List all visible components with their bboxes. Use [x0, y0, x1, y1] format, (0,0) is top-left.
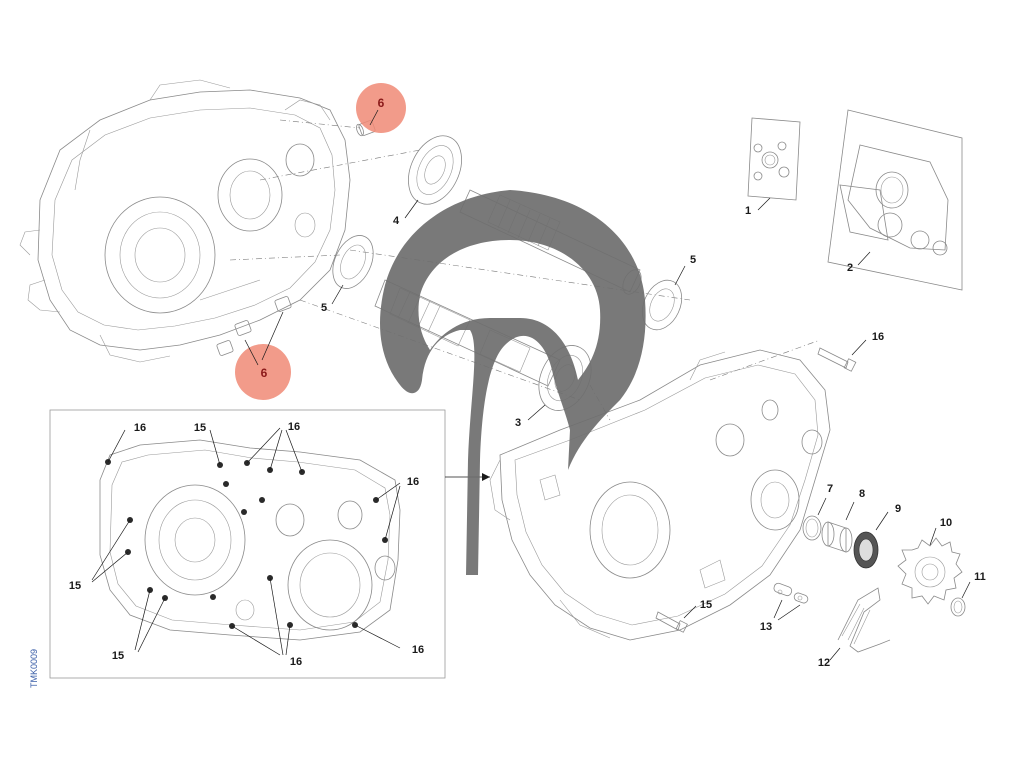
callout-10: 10	[940, 517, 952, 529]
callout-13: 13	[760, 621, 772, 633]
o-ring-7: 7	[802, 483, 833, 541]
inset-callout-16-right-top: 16	[407, 476, 419, 488]
callout-16-right: 16	[872, 331, 884, 343]
bearing-4: 4	[393, 135, 462, 227]
inset-callout-16-bottom: 16	[290, 656, 302, 668]
callout-5-right: 5	[690, 254, 696, 266]
inset-callout-16-top: 16	[288, 421, 300, 433]
inset-callout-16-right-bottom: 16	[412, 644, 424, 656]
bolt-pattern-inset: 16 15 16 16 15 15 16 16	[49, 409, 490, 679]
document-id: TMK0009	[29, 649, 39, 688]
left-crankcase-half	[19, 79, 351, 363]
callout-1: 1	[745, 205, 751, 217]
callout-15-right: 15	[700, 599, 712, 611]
callout-8: 8	[859, 488, 865, 500]
inset-callout-15-bottom: 15	[112, 650, 124, 662]
callout-4: 4	[393, 215, 400, 227]
highlight-callouts: 6 6	[235, 83, 406, 400]
inset-callout-16-topleft: 16	[134, 422, 146, 434]
inset-callout-15-top: 15	[194, 422, 206, 434]
circlip-11: 11	[950, 571, 986, 617]
oil-seal-9: 9	[853, 503, 901, 569]
dowel-pins	[216, 120, 376, 356]
drive-chain-12: 12	[818, 587, 891, 669]
callout-2: 2	[847, 262, 853, 274]
right-crankcase-half	[489, 349, 831, 641]
callout-7: 7	[827, 483, 833, 495]
highlight-circle-top	[356, 83, 406, 133]
callout-3: 3	[515, 417, 521, 429]
callout-6-bottom: 6	[261, 366, 268, 380]
bearing-5-right: 5	[641, 254, 696, 331]
highlight-circle-bottom	[235, 344, 291, 400]
callout-12: 12	[818, 657, 830, 669]
inset-callout-15-left: 15	[69, 580, 81, 592]
bolt-15: 15	[655, 599, 712, 633]
watermark-logo-icon	[380, 190, 646, 575]
bolt-16: 16	[817, 331, 884, 372]
callout-11: 11	[974, 571, 986, 583]
spacer-8: 8	[821, 488, 865, 553]
chain-links-13: 13	[760, 582, 809, 633]
gasket-kit-2: 2	[827, 109, 963, 291]
gasket-kit-1: 1	[745, 117, 801, 217]
bearing-5-left: 5	[321, 235, 374, 314]
callout-5-left: 5	[321, 302, 327, 314]
front-sprocket-10: 10	[897, 517, 963, 605]
callout-6-top: 6	[378, 96, 385, 110]
callout-9: 9	[895, 503, 901, 515]
